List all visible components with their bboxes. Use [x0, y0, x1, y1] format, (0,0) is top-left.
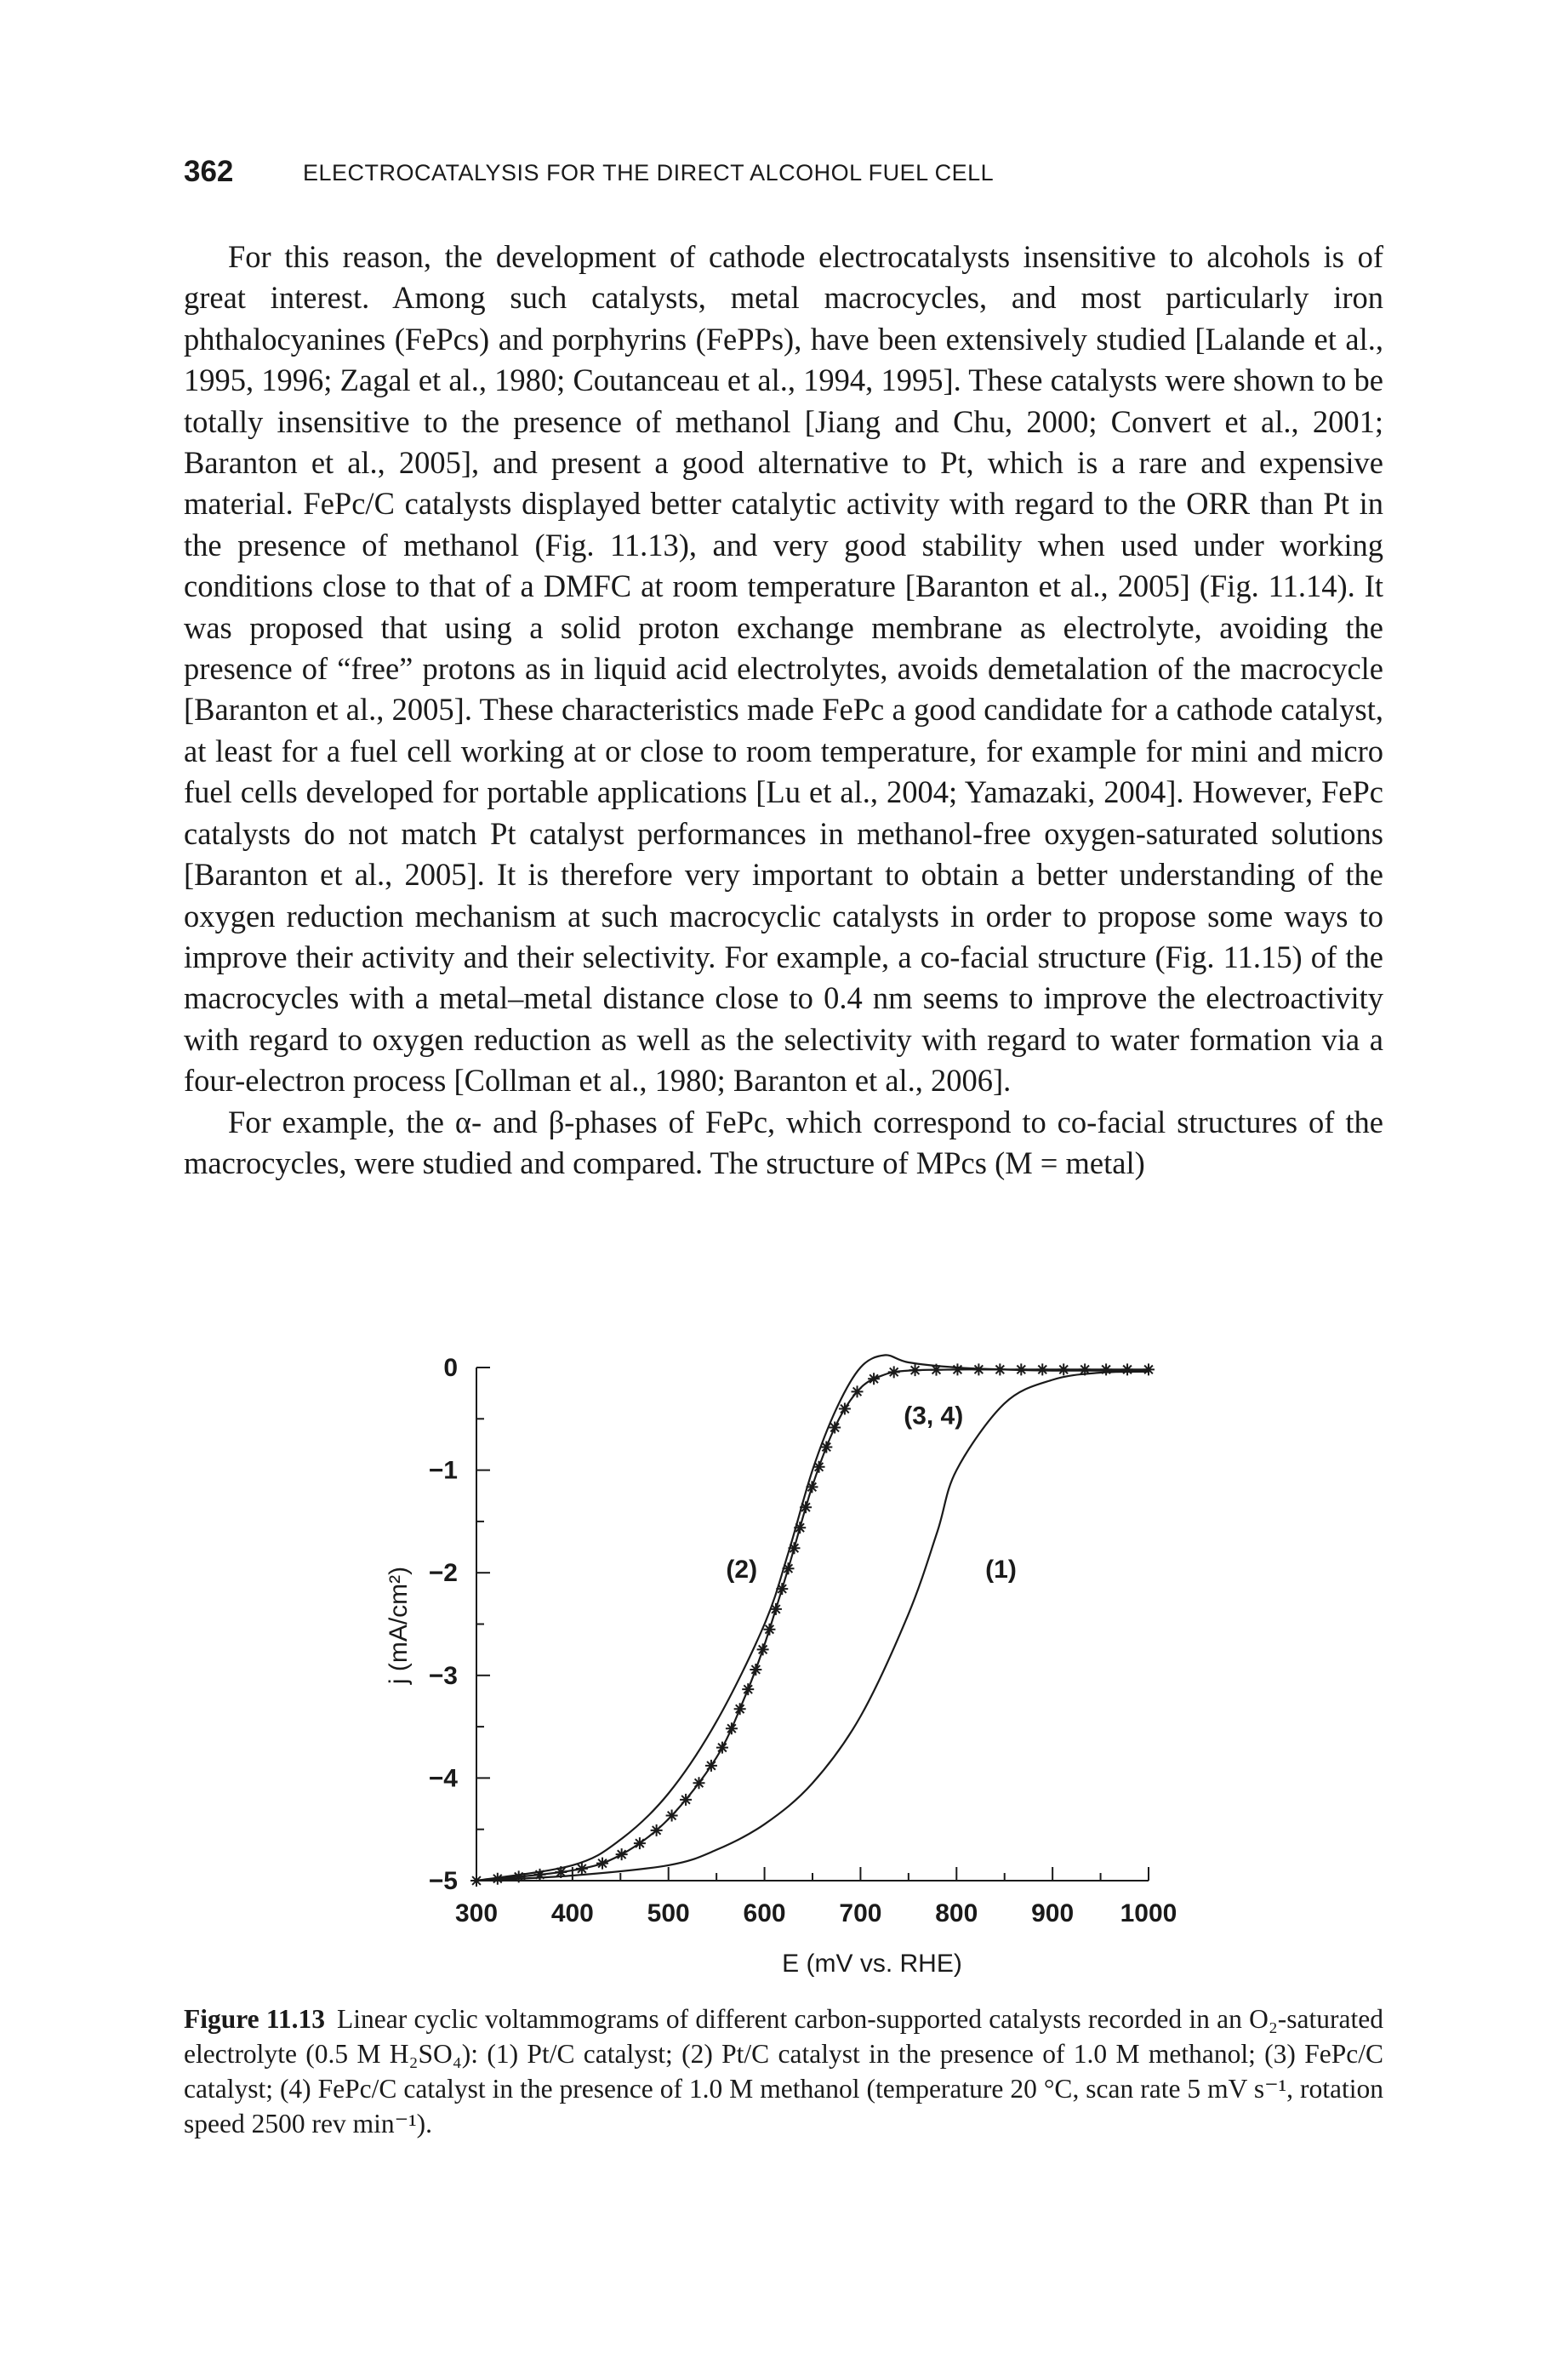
series-marker	[1079, 1363, 1092, 1376]
y-axis-label: j (mA/cm²)	[385, 1567, 413, 1685]
series-marker	[909, 1364, 921, 1377]
caption-label: Figure 11.13	[184, 2004, 326, 2034]
paragraph-2: For example, the α- and β-phases of FePc…	[184, 1104, 1383, 1180]
voltammogram-chart: 300 400 500 600 700 800 900 1000 0 −1 −2 −3 −4 −5 (3, …	[385, 1354, 1177, 1978]
y-tick-label: 0	[443, 1354, 458, 1382]
x-tick-label: 700	[839, 1899, 881, 1927]
x-tick-label: 400	[551, 1899, 594, 1927]
series-marker	[693, 1777, 705, 1790]
series-line-2	[476, 1354, 1149, 1882]
series-marker	[575, 1862, 588, 1875]
series-marker	[742, 1683, 755, 1696]
series-marker	[733, 1703, 746, 1716]
x-tick-label: 600	[744, 1899, 786, 1927]
series-marker	[1015, 1363, 1028, 1376]
series-marker	[533, 1868, 546, 1881]
series-marker	[800, 1501, 813, 1514]
series-marker	[615, 1848, 628, 1861]
series-marker	[769, 1602, 782, 1615]
series-marker	[788, 1542, 801, 1555]
series-marker	[763, 1623, 776, 1636]
x-tick-label: 1000	[1120, 1899, 1177, 1927]
series-marker	[665, 1809, 678, 1822]
x-tick-label: 800	[935, 1899, 978, 1927]
x-tick-label: 900	[1031, 1899, 1074, 1927]
series-marker	[1143, 1363, 1155, 1376]
series-marker	[704, 1759, 717, 1772]
series-marker	[994, 1363, 1006, 1376]
series-marker	[555, 1865, 567, 1878]
series-marker	[750, 1663, 762, 1676]
curve-label: (1)	[985, 1556, 1017, 1584]
series-marker	[813, 1460, 825, 1473]
series-marker	[887, 1366, 900, 1379]
series-marker	[820, 1441, 833, 1453]
series-marker	[716, 1741, 728, 1754]
page-number: 362	[184, 155, 234, 188]
series-marker	[756, 1643, 769, 1656]
series-marker	[1036, 1363, 1049, 1376]
series-marker	[596, 1857, 609, 1870]
page-header: 362 ELECTROCATALYSIS FOR THE DIRECT ALCO…	[184, 155, 1383, 206]
series-marker	[930, 1363, 943, 1376]
running-title: ELECTROCATALYSIS FOR THE DIRECT ALCOHOL …	[303, 160, 995, 186]
series-marker	[972, 1363, 985, 1376]
series-marker	[1100, 1363, 1113, 1376]
series-marker	[1058, 1363, 1070, 1376]
y-tick-label: −1	[429, 1457, 458, 1485]
series-line-1	[476, 1370, 1149, 1882]
caption-text: Linear cyclic voltammograms of different…	[184, 2004, 1383, 2138]
x-tick-label: 500	[647, 1899, 690, 1927]
series-marker	[1121, 1363, 1134, 1376]
series-marker	[868, 1373, 881, 1385]
series-marker	[776, 1583, 789, 1596]
series-marker	[680, 1793, 693, 1806]
series-marker	[512, 1870, 525, 1883]
series-marker	[650, 1824, 663, 1836]
series-marker	[794, 1522, 807, 1534]
series-marker	[851, 1385, 864, 1398]
x-axis-label: E (mV vs. RHE)	[782, 1950, 962, 1978]
y-tick-label: −4	[429, 1764, 459, 1792]
series-line-3	[476, 1368, 1149, 1882]
y-tick-label: −5	[429, 1867, 458, 1895]
body-text: For this reason, the development of cath…	[184, 237, 1383, 1184]
series-marker	[951, 1363, 964, 1376]
x-tick-label: 300	[455, 1899, 498, 1927]
series-marker	[725, 1722, 738, 1735]
curve-label: (2)	[726, 1556, 757, 1584]
series-marker	[806, 1481, 818, 1493]
series-marker	[470, 1875, 482, 1887]
y-tick-label: −3	[429, 1662, 458, 1690]
curve-label: (3, 4)	[904, 1402, 963, 1430]
series-marker	[782, 1562, 795, 1575]
series-marker	[838, 1402, 851, 1415]
series-marker	[491, 1872, 504, 1885]
series-marker	[829, 1421, 841, 1434]
y-tick-label: −2	[429, 1559, 458, 1587]
paragraph-1: For this reason, the development of cath…	[184, 239, 1383, 1099]
series-marker	[633, 1837, 646, 1850]
